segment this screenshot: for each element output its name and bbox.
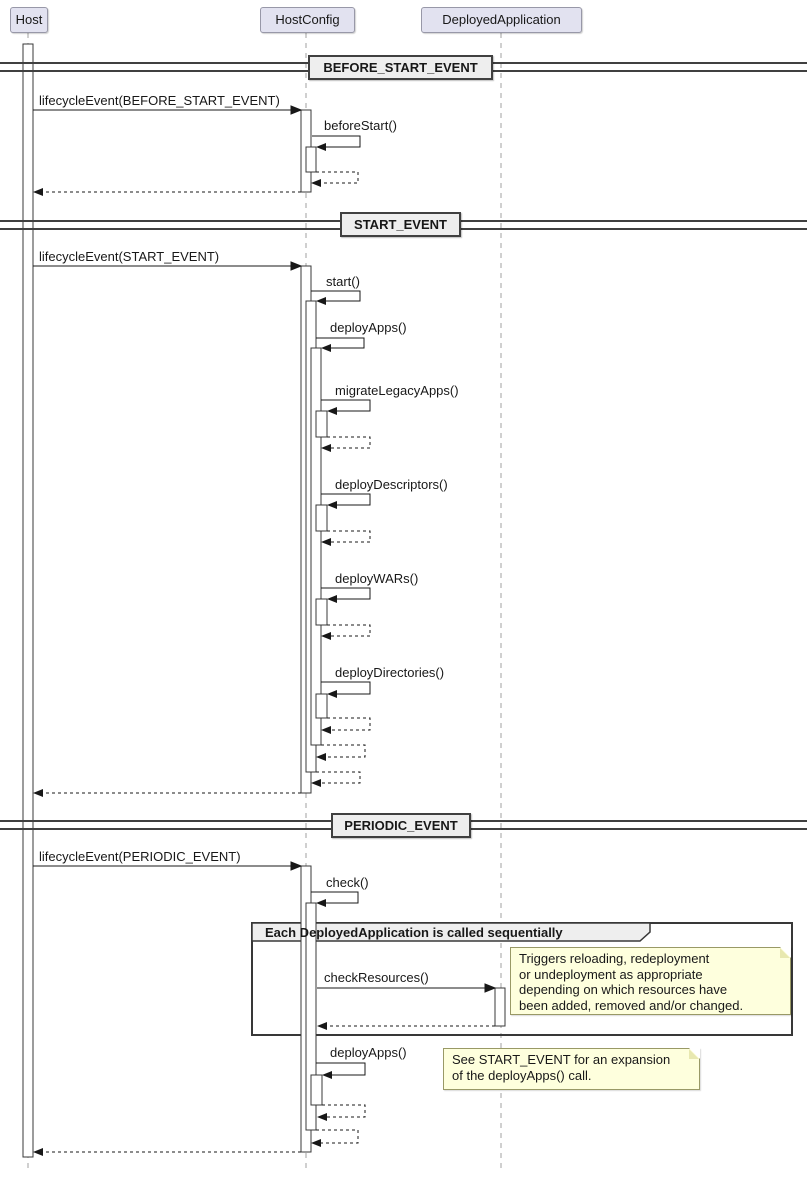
arrow-check-self — [311, 891, 359, 907]
message-deploywars: deployWARs() — [335, 571, 419, 586]
arrow-beforestart-self — [312, 135, 361, 151]
return-check — [311, 1129, 359, 1147]
message-migratelegacyapps: migrateLegacyApps() — [335, 383, 459, 398]
arrow-deployapps-self — [316, 337, 365, 352]
activation-hc-deploywars — [315, 598, 328, 626]
divider-before-start-event: BEFORE_START_EVENT — [308, 55, 493, 80]
return-start — [311, 771, 361, 787]
arrow-migratelegacyapps-self — [321, 399, 371, 415]
message-lifecycle-periodic: lifecycleEvent(PERIODIC_EVENT) — [39, 849, 241, 864]
return-lifecycle-start — [33, 789, 301, 797]
message-deployapps: deployApps() — [330, 320, 407, 335]
participant-hostconfig: HostConfig — [260, 7, 355, 33]
arrow-checkresources — [317, 983, 497, 993]
group-header-pentagon — [251, 922, 651, 942]
return-checkresources — [317, 1022, 495, 1030]
arrow-lifecycle-periodic — [33, 861, 303, 871]
message-deployapps-periodic: deployApps() — [330, 1045, 407, 1060]
return-lifecycle-before-start — [33, 188, 301, 196]
message-deploydescriptors: deployDescriptors() — [335, 477, 448, 492]
return-migratelegacyapps — [321, 436, 371, 452]
arrow-deploydirectories-self — [321, 681, 371, 698]
message-beforestart: beforeStart() — [324, 118, 397, 133]
return-deploydescriptors — [321, 530, 371, 546]
arrow-lifecycle-start — [33, 261, 303, 271]
participant-deployedapplication: DeployedApplication — [421, 7, 582, 33]
activation-hc-deployapps-periodic — [310, 1074, 323, 1106]
arrow-lifecycle-before-start — [33, 105, 303, 115]
arrow-start-self — [311, 290, 361, 305]
arrow-deploywars-self — [321, 587, 371, 603]
activation-hc-deploydescriptors — [315, 504, 328, 532]
message-lifecycle-before-start: lifecycleEvent(BEFORE_START_EVENT) — [39, 93, 280, 108]
activation-hc-check — [305, 902, 317, 1131]
return-deploydirectories — [321, 717, 371, 734]
return-lifecycle-periodic — [33, 1148, 301, 1156]
activation-hc-deployapps — [310, 347, 322, 746]
activation-host — [22, 43, 34, 1158]
divider-start-event: START_EVENT — [340, 212, 461, 237]
divider-periodic-event: PERIODIC_EVENT — [331, 813, 471, 838]
activation-hc-migratelegacyapps — [315, 410, 328, 438]
arrow-deploydescriptors-self — [321, 493, 371, 509]
arrow-deployapps-periodic-self — [316, 1062, 366, 1079]
note-checkresources: Triggers reloading, redeployment or unde… — [510, 947, 791, 1015]
note-deployapps: See START_EVENT for an expansion of the … — [443, 1048, 700, 1090]
message-checkresources: checkResources() — [324, 970, 429, 985]
return-deployapps — [316, 744, 366, 761]
activation-da-checkresources — [494, 987, 506, 1027]
return-deploywars — [321, 624, 371, 640]
activation-hc-beforestart — [305, 146, 317, 173]
activation-hc-deploydirectories — [315, 693, 328, 719]
message-start: start() — [326, 274, 360, 289]
message-check: check() — [326, 875, 369, 890]
participant-host: Host — [10, 7, 48, 33]
group-label: Each DeployedApplication is called seque… — [265, 925, 563, 940]
message-deploydirectories: deployDirectories() — [335, 665, 445, 680]
message-lifecycle-start: lifecycleEvent(START_EVENT) — [39, 249, 220, 264]
return-beforestart — [311, 171, 359, 187]
return-deployapps-periodic — [317, 1104, 366, 1121]
